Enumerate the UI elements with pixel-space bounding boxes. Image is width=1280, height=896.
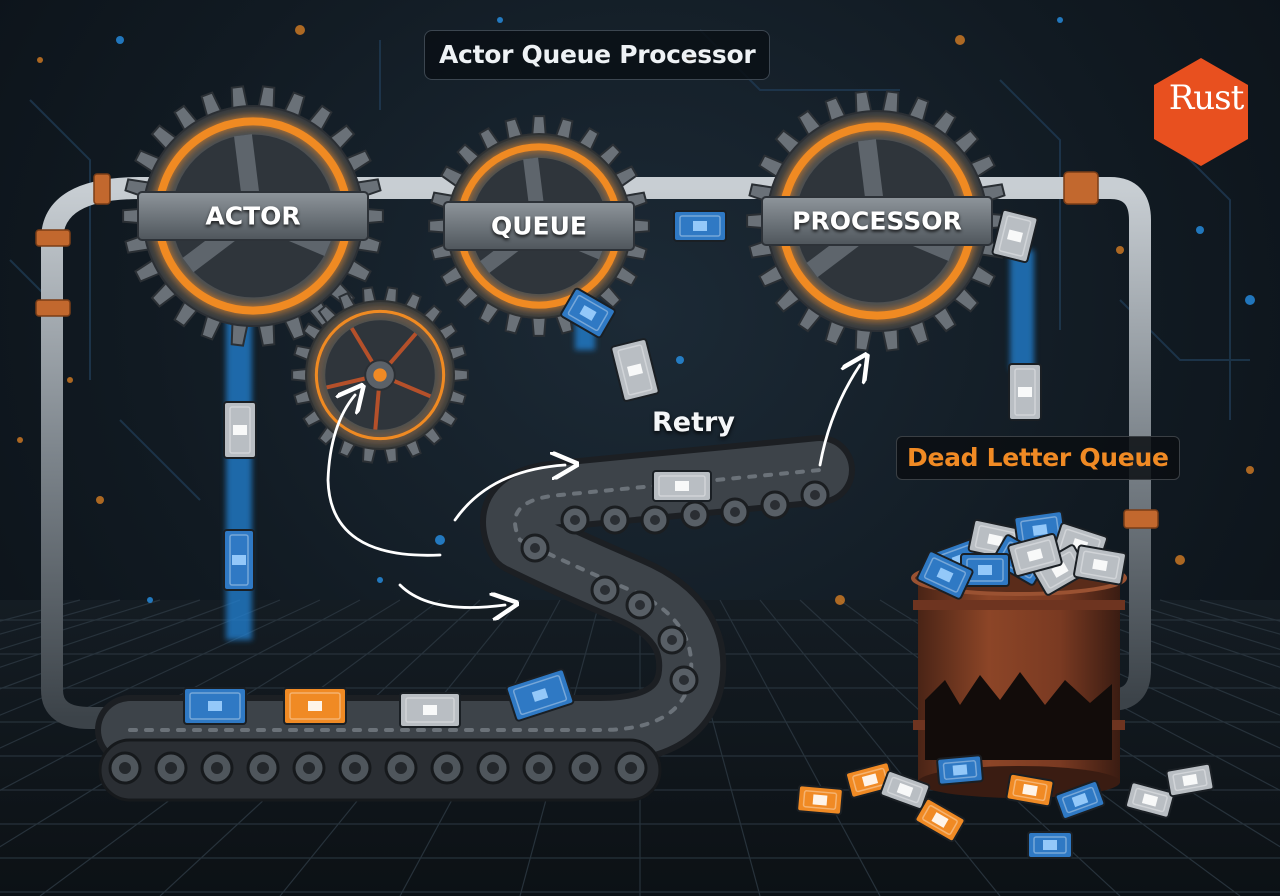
queue-gear [428,115,650,337]
message-cards [183,208,1042,728]
retry-label: Retry [652,407,735,438]
rust-logo-text: Rust [1168,78,1245,118]
conveyor-base [98,738,662,802]
rust-logo [1154,58,1248,166]
processor-label: PROCESSOR [792,206,962,236]
pipe-couplings [35,171,1159,529]
background-lights [17,17,1255,605]
diagram-title: Actor Queue Processor [424,30,771,80]
dead-message-pile [916,510,1127,600]
conveyor-base-rollers [108,751,648,785]
actor-label: ACTOR [205,201,301,231]
queue-label: QUEUE [490,211,588,241]
dead-letter-barrel [911,560,1127,798]
retry-arrows [326,365,860,608]
dead-letter-queue-label: Dead Letter Queue [896,436,1180,480]
processor-gear [746,90,1008,352]
scattered-messages [796,754,1215,859]
